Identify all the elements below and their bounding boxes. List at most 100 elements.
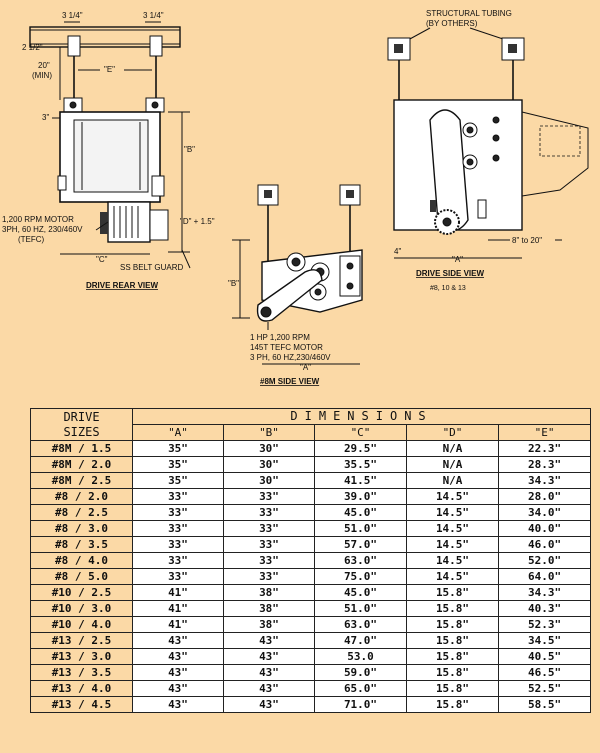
drive-size-cell: #13 / 3.5 xyxy=(30,664,133,681)
drive-size-cell: #13 / 4.0 xyxy=(30,680,133,697)
dimension-cell: 15.8" xyxy=(406,584,499,601)
drive-size-cell: #10 / 2.5 xyxy=(30,584,133,601)
dimension-cell: 30" xyxy=(223,456,315,473)
dimension-cell: 33" xyxy=(223,536,315,553)
dimension-cell: 41" xyxy=(132,616,224,633)
column-header: "D" xyxy=(406,424,499,441)
drive-size-cell: #8 / 2.0 xyxy=(30,488,133,505)
dimension-cell: 40.3" xyxy=(497,600,592,617)
dimension-cell: 63.0" xyxy=(314,552,407,569)
column-header: "B" xyxy=(223,424,315,441)
rear-dim-min-note: (MIN) xyxy=(32,71,52,80)
side-tubing-line2: (BY OTHERS) xyxy=(426,19,478,28)
dimension-cell: 30" xyxy=(223,472,315,489)
dimension-cell: N/A xyxy=(406,440,499,457)
dimension-cell: 33" xyxy=(223,488,315,505)
dimension-cell: 43" xyxy=(132,680,224,697)
dimension-cell: 40.5" xyxy=(497,648,592,665)
dimension-cell: 33" xyxy=(223,568,315,585)
dimension-cell: 33" xyxy=(223,520,315,537)
rear-motor-line2: 3PH, 60 HZ, 230/460V xyxy=(2,225,83,234)
dimension-cell: 52.0" xyxy=(497,552,592,569)
dimension-cell: 46.5" xyxy=(497,664,592,681)
dimension-cell: 63.0" xyxy=(314,616,407,633)
drive-size-cell: #13 / 4.5 xyxy=(30,696,133,713)
dimension-cell: 43" xyxy=(132,664,224,681)
side-dim-range: 8" to 20" xyxy=(512,236,542,245)
column-header: "C" xyxy=(314,424,407,441)
dimension-cell: 41" xyxy=(132,584,224,601)
dimensions-header: DIMENSIONS xyxy=(131,408,592,425)
rear-guard: SS BELT GUARD xyxy=(120,263,184,272)
dimension-cell: 33" xyxy=(132,488,224,505)
drive-size-cell: #8M / 1.5 xyxy=(30,440,133,457)
dimension-cell: 75.0" xyxy=(314,568,407,585)
dimension-cell: 14.5" xyxy=(406,536,499,553)
dimension-cell: 35.5" xyxy=(314,456,407,473)
dimension-cell: 35" xyxy=(132,472,224,489)
dimension-cell: 46.0" xyxy=(497,536,592,553)
m8-side-view: "B" 1 HP 1,200 RPM 145T TEFC MOTOR 3 PH,… xyxy=(228,184,363,386)
dimension-cell: 45.0" xyxy=(314,504,407,521)
dimension-cell: 28.0" xyxy=(497,488,592,505)
dimension-cell: 29.5" xyxy=(314,440,407,457)
dimension-cell: 43" xyxy=(132,648,224,665)
drive-size-cell: #8M / 2.0 xyxy=(30,456,133,473)
dimension-cell: 28.3" xyxy=(497,456,592,473)
m8-dim-b: "B" xyxy=(228,279,239,288)
dimension-cell: 33" xyxy=(223,504,315,521)
dimension-cell: 43" xyxy=(223,696,315,713)
rear-dim-e: "E" xyxy=(104,65,115,74)
dimension-cell: 15.8" xyxy=(406,632,499,649)
dimension-cell: 34.3" xyxy=(497,472,592,489)
dimension-cell: 51.0" xyxy=(314,520,407,537)
dimension-cell: 34.5" xyxy=(497,632,592,649)
dimension-cell: 33" xyxy=(132,504,224,521)
dimension-cell: 38" xyxy=(223,584,315,601)
dimension-cell: 14.5" xyxy=(406,568,499,585)
drive-label-line1: DRIVE xyxy=(63,409,100,424)
dimension-cell: 53.0 xyxy=(314,648,407,665)
dimension-cell: 14.5" xyxy=(406,552,499,569)
drive-size-cell: #10 / 3.0 xyxy=(30,600,133,617)
rear-dim-3: 3" xyxy=(42,113,49,122)
column-header-row: "A""B""C""D""E" xyxy=(31,424,592,441)
m8-motor-line1: 1 HP 1,200 RPM xyxy=(250,333,310,342)
drive-size-cell: #10 / 4.0 xyxy=(30,616,133,633)
dimension-cell: 43" xyxy=(223,632,315,649)
rear-dim-right-top: 3 1/4" xyxy=(143,11,164,20)
drive-size-cell: #8 / 2.5 xyxy=(30,504,133,521)
column-header: "E" xyxy=(497,424,592,441)
dimension-cell: N/A xyxy=(406,456,499,473)
side-caption: DRIVE SIDE VIEW xyxy=(416,269,484,278)
dimension-cell: 14.5" xyxy=(406,520,499,537)
dimension-cell: 51.0" xyxy=(314,600,407,617)
dimension-cell: 35" xyxy=(132,440,224,457)
drive-label-line2: SIZES xyxy=(63,424,100,439)
dimension-cell: 52.3" xyxy=(497,616,592,633)
dimension-cell: 65.0" xyxy=(314,680,407,697)
rear-dim-c: "C" xyxy=(96,255,108,264)
dimension-cell: 38" xyxy=(223,600,315,617)
dimension-cell: 15.8" xyxy=(406,600,499,617)
column-header: "A" xyxy=(132,424,224,441)
dimension-cell: 33" xyxy=(132,552,224,569)
dimension-cell: 41.5" xyxy=(314,472,407,489)
rear-dim-min-value: 20" xyxy=(38,61,50,70)
drive-sizes-header: DRIVE SIZES xyxy=(30,408,133,441)
drive-size-cell: #8M / 2.5 xyxy=(30,472,133,489)
rear-dim-b: "B" xyxy=(184,145,195,154)
dimension-cell: 33" xyxy=(223,552,315,569)
dimension-cell: 38" xyxy=(223,616,315,633)
drive-size-cell: #8 / 3.0 xyxy=(30,520,133,537)
side-tubing-line1: STRUCTURAL TUBING xyxy=(426,9,512,18)
